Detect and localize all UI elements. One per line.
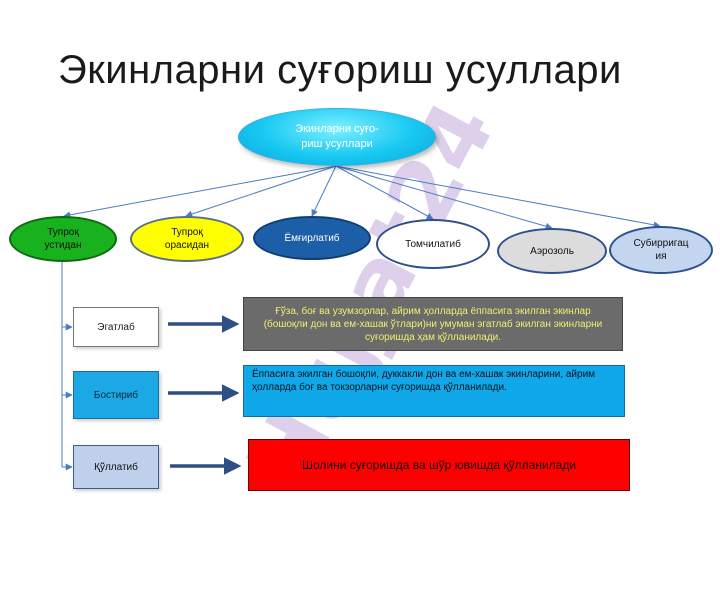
method-label: Тупроқ устидан <box>44 227 82 251</box>
connector-root-method-1 <box>63 165 337 219</box>
sub-method-label: Бостириб <box>93 389 139 401</box>
method-node-sprinkler: Ёмғирлатиб <box>253 216 371 260</box>
method-node-subsurface: Тупроқ орасидан <box>130 216 244 262</box>
description-bostirib: Ёппасига экилган бошоқли, дуккакли дон в… <box>243 365 625 417</box>
connector-root-method-3 <box>311 165 337 217</box>
sub-method-label: Эгатлаб <box>97 321 135 333</box>
connector-root-method-4 <box>335 165 434 220</box>
root-label: Экинларни суғо- риш усуллари <box>295 123 379 150</box>
method-node-surface: Тупроқ устидан <box>9 216 117 262</box>
sub-method-egatlab: Эгатлаб <box>73 307 159 347</box>
sub-method-bostirib: Бостириб <box>73 371 159 419</box>
method-label: Ёмғирлатиб <box>284 232 340 244</box>
method-node-drip: Томчилатиб <box>376 219 490 269</box>
sub-method-qullatib: Қўллатиб <box>73 445 159 489</box>
connector-root-method-2 <box>185 165 337 218</box>
description-text: Ғўза, боғ ва узумзорлар, айрим ҳолларда … <box>263 305 603 343</box>
method-node-subirrigation: Субирригац ия <box>609 226 713 274</box>
connector-lines <box>61 165 661 475</box>
connector-branch-1 <box>61 262 73 331</box>
root-node: Экинларни суғо- риш усуллари <box>238 108 436 166</box>
description-text: Ёппасига экилган бошоқли, дуккакли дон в… <box>252 369 596 393</box>
description-text: Шолини суғоришда ва шўр ювишда қўлланила… <box>301 457 577 472</box>
method-label: Аэрозоль <box>530 245 574 257</box>
connector-root-method-6 <box>335 165 661 229</box>
connector-branch-3 <box>61 395 73 471</box>
method-label: Тупроқ орасидан <box>164 227 210 251</box>
method-label: Томчилатиб <box>405 238 461 250</box>
description-qullatib: Шолини суғоришда ва шўр ювишда қўлланила… <box>248 439 630 491</box>
method-label: Субирригац ия <box>633 238 689 262</box>
sub-method-label: Қўллатиб <box>94 461 138 473</box>
description-egatlab: Ғўза, боғ ва узумзорлар, айрим ҳолларда … <box>243 297 623 351</box>
slide-title: Экинларни суғориш усуллари <box>58 48 622 92</box>
method-node-aerosol: Аэрозоль <box>497 228 607 274</box>
connector-root-method-5 <box>335 165 553 230</box>
connector-branch-2 <box>61 327 73 399</box>
